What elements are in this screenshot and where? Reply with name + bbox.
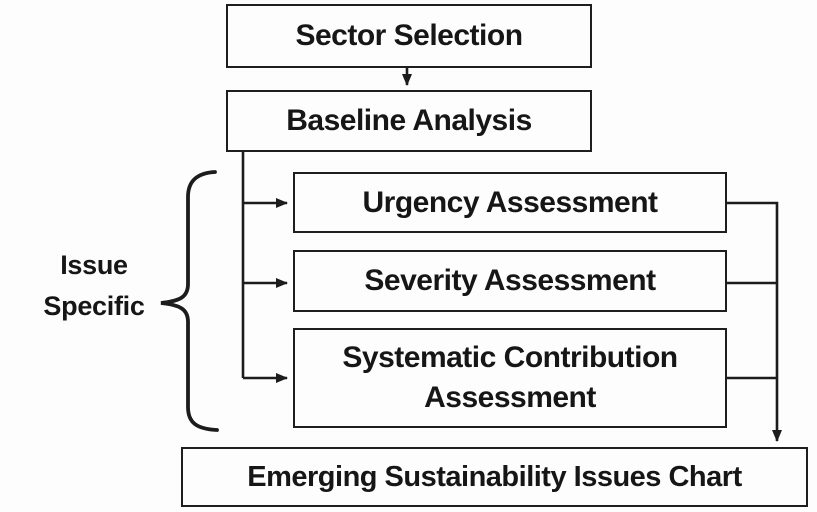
node-emerging-sustainability-issues-chart: Emerging Sustainability Issues Chart (181, 447, 808, 507)
node-systematic-contribution-assessment: Systematic Contribution Assessment (293, 328, 727, 428)
node-systematic-contribution-assessment-label: Systematic Contribution Assessment (342, 341, 678, 414)
issue-specific-brace (160, 170, 219, 432)
node-sector-selection-label: Sector Selection (295, 19, 523, 53)
node-severity-assessment-label: Severity Assessment (364, 264, 656, 298)
node-baseline-analysis-label: Baseline Analysis (286, 104, 532, 138)
issue-specific-line1: Issue (60, 250, 128, 280)
collector-line-to-chart (727, 201, 782, 442)
node-baseline-analysis: Baseline Analysis (226, 90, 592, 152)
node-severity-assessment: Severity Assessment (293, 250, 727, 312)
issue-specific-label: Issue Specific (14, 245, 174, 327)
node-emerging-sustainability-issues-chart-label: Emerging Sustainability Issues Chart (247, 460, 742, 493)
node-urgency-assessment-label: Urgency Assessment (362, 185, 658, 219)
node-sector-selection: Sector Selection (226, 4, 592, 68)
node-urgency-assessment: Urgency Assessment (293, 172, 727, 233)
issue-specific-line2: Specific (43, 291, 145, 321)
